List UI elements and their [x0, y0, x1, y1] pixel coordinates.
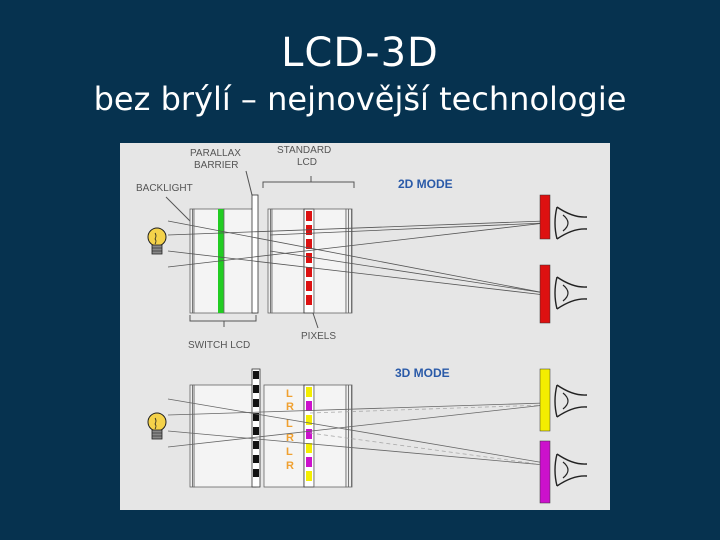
pixel-letter: L: [286, 418, 293, 430]
light-rays-3d: [167, 398, 546, 466]
label-standard-lcd-2: LCD: [297, 157, 317, 168]
lr-pixels: [306, 387, 312, 481]
label-switch-lcd: SWITCH LCD: [188, 340, 250, 351]
label-standard-lcd-1: STANDARD: [277, 145, 331, 156]
lr-letters: L R L R L R: [286, 388, 294, 472]
2d-mode-stack: [189, 194, 353, 314]
backlight-pointer: [165, 196, 193, 224]
slide-title: LCD-3D: [281, 30, 439, 76]
label-backlight: BACKLIGHT: [136, 183, 193, 194]
label-pixels: PIXELS: [301, 331, 336, 342]
view-zone-2d-top: [539, 194, 551, 240]
label-2d-mode: 2D MODE: [398, 177, 453, 191]
pixel-letter: R: [286, 432, 294, 444]
standard-lcd-brace: [262, 176, 355, 188]
pixel-letter: R: [286, 401, 294, 413]
barrier-slits: [253, 371, 259, 477]
view-zone-2d-bottom: [539, 264, 551, 324]
lcd-3d-diagram: PARALLAX BARRIER STANDARD LCD BACKLIGHT …: [120, 143, 610, 510]
light-rays-2d: [167, 220, 546, 296]
view-zone-3d-left-eye: [539, 368, 551, 432]
switch-lcd-brace: [189, 315, 257, 327]
label-parallax-barrier-1: PARALLAX: [190, 148, 241, 159]
parallax-barrier-2d: [251, 194, 259, 314]
pixel-letter: R: [286, 460, 294, 472]
slide-subtitle: bez brýlí – nejnovější technologie: [93, 80, 627, 118]
view-zone-3d-right-eye: [539, 440, 551, 504]
label-parallax-barrier-2: BARRIER: [194, 160, 238, 171]
label-3d-mode: 3D MODE: [395, 366, 450, 380]
pixel-letter: L: [286, 446, 293, 458]
dashed-rays-3d: [309, 404, 546, 466]
3d-mode-stack: [189, 368, 353, 488]
pixel-letter: L: [286, 388, 293, 400]
red-pixels: [306, 211, 312, 305]
barrier-pointer: [245, 170, 253, 196]
